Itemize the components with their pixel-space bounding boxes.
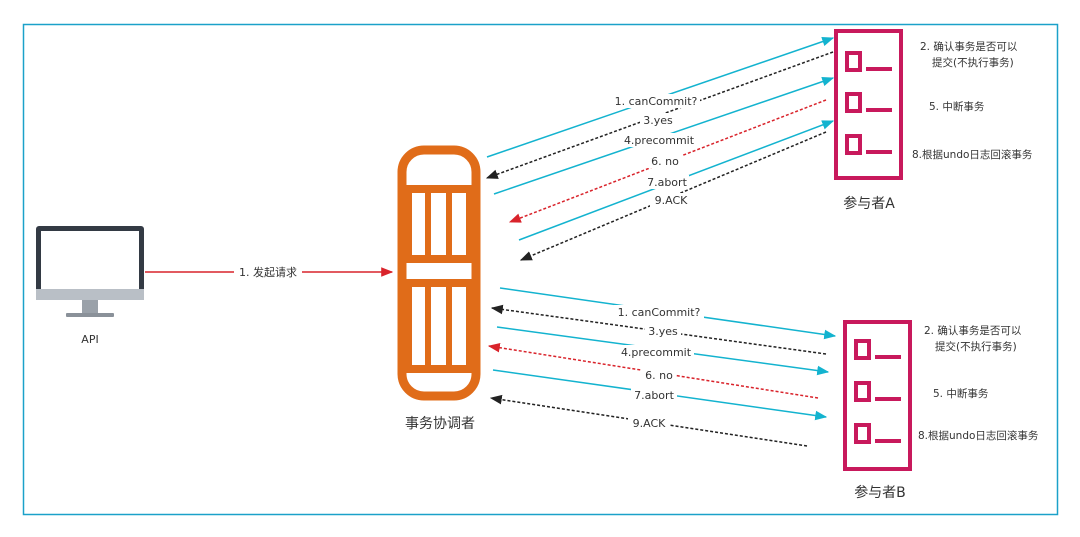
server-rack-icon xyxy=(397,145,481,401)
msg-b-no: 6. no xyxy=(645,369,673,382)
participant-a-note-abort: 5. 中断事务 xyxy=(929,100,985,113)
participant-a-label: 参与者A xyxy=(843,195,895,212)
checklist-icon xyxy=(834,29,903,180)
coordinator-label: 事务协调者 xyxy=(405,416,475,432)
participant-a-note-confirm-1: 2. 确认事务是否可以 xyxy=(920,40,1018,53)
msg-a-ack: 9.ACK xyxy=(655,194,689,207)
msg-a-yes: 3.yes xyxy=(643,114,673,127)
checklist-icon xyxy=(843,320,912,471)
request-label: 1. 发起请求 xyxy=(239,265,297,279)
msg-a-no: 6. no xyxy=(651,155,679,168)
api-label: API xyxy=(81,333,98,346)
participant-a-note-confirm-2: 提交(不执行事务) xyxy=(932,56,1014,69)
messages-b-labels: 1. canCommit? 3.yes 4.precommit 6. no 7.… xyxy=(614,305,704,430)
messages-a-labels: 1. canCommit? 3.yes 4.precommit 6. no 7.… xyxy=(612,94,700,207)
arrow-a-no xyxy=(508,99,827,223)
msg-b-yes: 3.yes xyxy=(648,325,678,338)
participant-b-label: 参与者B xyxy=(854,484,906,501)
msg-a-cancommit: 1. canCommit? xyxy=(615,95,698,108)
participant-a-note-rollback: 8.根据undo日志回滚事务 xyxy=(912,148,1033,161)
msg-a-precommit: 4.precommit xyxy=(624,134,695,147)
msg-b-cancommit: 1. canCommit? xyxy=(618,306,701,319)
arrow-a-yes xyxy=(485,51,834,179)
participant-b-note-confirm-1: 2. 确认事务是否可以 xyxy=(924,324,1022,337)
msg-b-precommit: 4.precommit xyxy=(621,346,692,359)
participant-b-note-confirm-2: 提交(不执行事务) xyxy=(935,340,1017,353)
participant-b-note-abort: 5. 中断事务 xyxy=(933,387,989,400)
msg-b-ack: 9.ACK xyxy=(633,417,667,430)
diagram-frame xyxy=(22,23,1059,516)
msg-a-abort: 7.abort xyxy=(647,176,687,189)
messages-a-arrows xyxy=(485,36,835,261)
arrow-b-yes xyxy=(490,304,827,355)
participant-b-note-rollback: 8.根据undo日志回滚事务 xyxy=(918,429,1039,442)
arrow-b-ack xyxy=(489,394,808,447)
monitor-icon xyxy=(36,226,144,317)
msg-b-abort: 7.abort xyxy=(634,389,674,402)
